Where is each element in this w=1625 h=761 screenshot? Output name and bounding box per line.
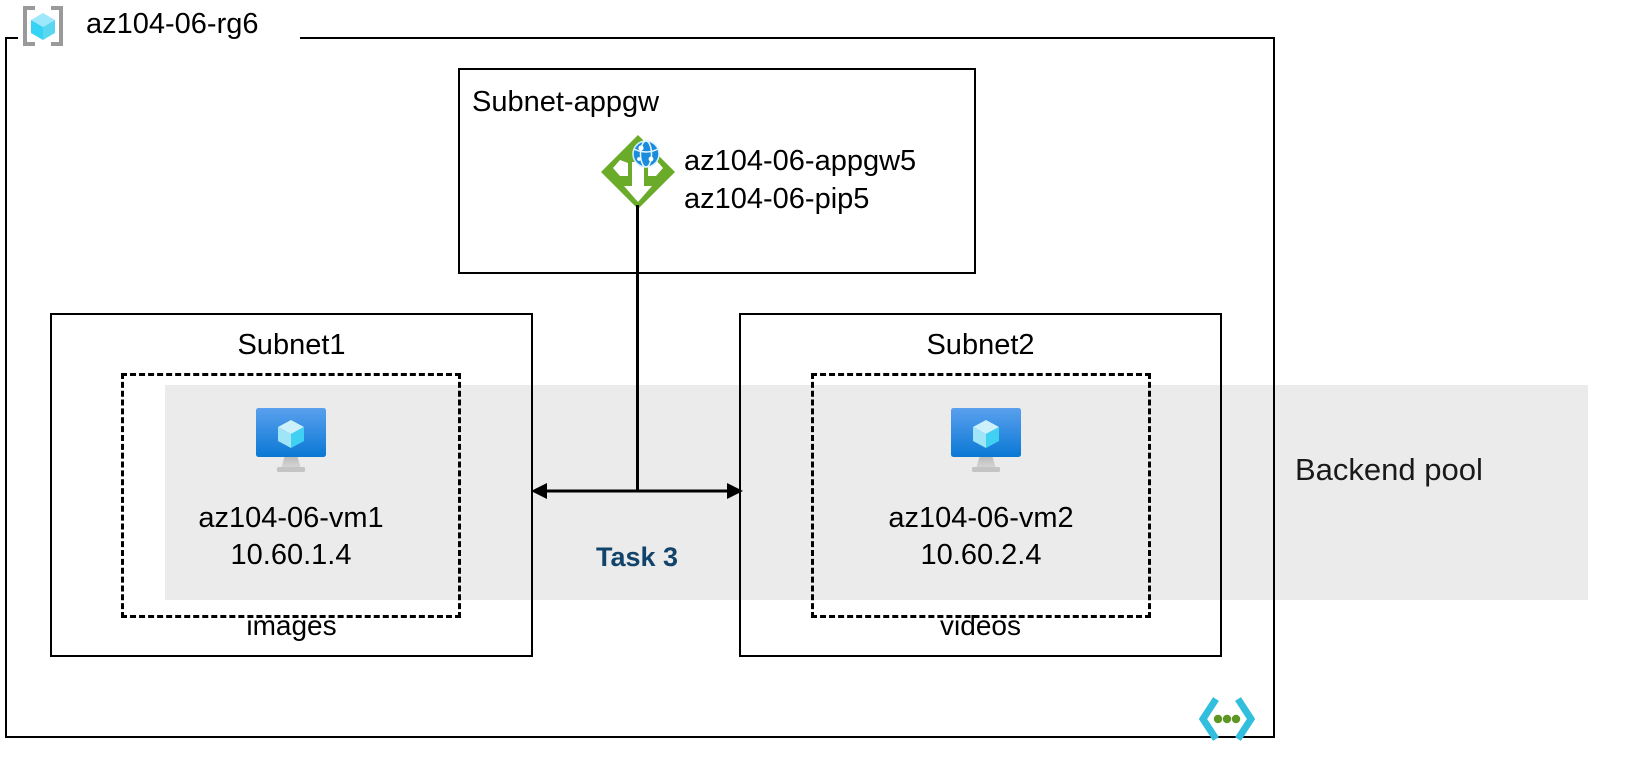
virtual-network-icon [1196, 693, 1258, 745]
subnet1-virtual-machine-icon [251, 403, 331, 477]
subnet1-vm-name: az104-06-vm1 [198, 502, 384, 534]
resource-group-cube-icon [20, 5, 66, 47]
subnet1-asg-dashed-box [121, 373, 461, 618]
subnet2-title: Subnet2 [926, 329, 1035, 361]
subnet2-vm-labels: az104-06-vm2 10.60.2.4 [811, 500, 1151, 574]
resource-group-name: az104-06-rg6 [86, 8, 259, 40]
task3-label: Task 3 [595, 542, 679, 572]
subnet2-asg-label: videos [940, 610, 1021, 641]
appgw-connector-line [636, 205, 639, 491]
subnet1-vm-labels: az104-06-vm1 10.60.1.4 [121, 500, 461, 574]
appgw-name: az104-06-appgw5 [684, 145, 917, 177]
subnet2-box [739, 313, 1222, 657]
subnet2-vm-name: az104-06-vm2 [888, 502, 1074, 534]
subnet1-vm-ip: 10.60.1.4 [230, 539, 352, 571]
subnet1-asg-label: images [246, 610, 337, 641]
backend-pool-label: Backend pool [1295, 452, 1483, 487]
appgw-resource-labels: az104-06-appgw5 az104-06-pip5 [684, 142, 916, 218]
subnet2-asg-dashed-box [811, 373, 1151, 618]
application-gateway-icon [598, 132, 678, 212]
subnet1-box [50, 313, 533, 657]
subnet2-vm-ip: 10.60.2.4 [920, 539, 1042, 571]
resource-group-title-gap [18, 30, 300, 44]
subnet1-title: Subnet1 [237, 329, 346, 361]
public-ip-name: az104-06-pip5 [684, 183, 870, 215]
task3-double-arrow-icon [527, 470, 747, 512]
backend-pool-band [165, 385, 1588, 600]
resource-group-box [5, 37, 1275, 738]
subnet-appgw-title: Subnet-appgw [472, 86, 660, 118]
subnet-appgw-box [458, 68, 976, 274]
subnet2-virtual-machine-icon [946, 403, 1026, 477]
